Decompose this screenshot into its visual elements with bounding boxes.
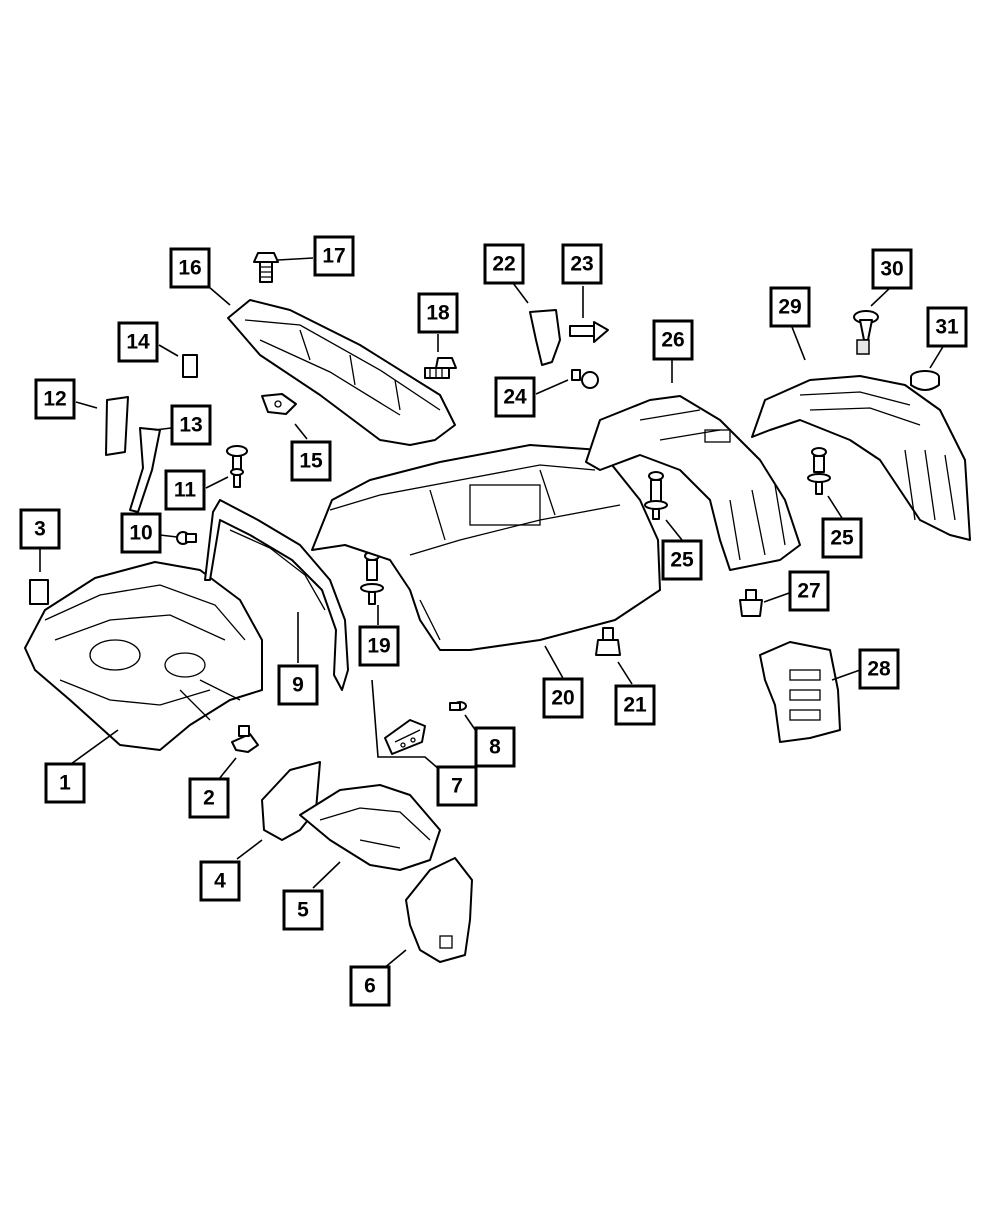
svg-text:15: 15 (299, 450, 323, 473)
svg-text:10: 10 (129, 522, 152, 545)
callout-19: 19 (358, 625, 400, 667)
part-1-front-panel (24, 561, 263, 751)
part-30-push-clip (853, 310, 879, 355)
part-29-rear-end-shell (751, 375, 971, 541)
callout-5: 5 (282, 889, 324, 931)
callout-20: 20 (542, 677, 584, 719)
part-4-small-panel (261, 761, 321, 841)
svg-text:2: 2 (203, 787, 215, 810)
callout-6: 6 (349, 965, 391, 1007)
callout-28: 28 (858, 648, 900, 690)
svg-text:19: 19 (367, 635, 390, 658)
part-21-fastener (595, 627, 621, 656)
part-22-bracket (529, 309, 561, 366)
callout-16: 16 (169, 247, 211, 289)
svg-text:27: 27 (797, 580, 820, 603)
leader-lines (39, 257, 945, 970)
part-14-pad (182, 354, 198, 378)
part-15-bracket (261, 393, 297, 415)
part-5-tray (299, 784, 441, 871)
part-2-fastener (231, 725, 259, 753)
svg-text:12: 12 (43, 388, 66, 411)
part-27-fastener (739, 589, 763, 617)
part-17-bolt (253, 252, 279, 283)
svg-text:21: 21 (623, 694, 647, 717)
svg-text:22: 22 (492, 253, 515, 276)
svg-text:26: 26 (661, 329, 684, 352)
svg-text:4: 4 (214, 870, 226, 893)
svg-text:28: 28 (867, 658, 891, 681)
callout-25-left: 25 (661, 539, 703, 581)
callout-23: 23 (561, 243, 603, 285)
callout-14: 14 (117, 321, 159, 363)
part-7-bracket (384, 719, 426, 755)
callout-21: 21 (614, 684, 656, 726)
part-26-rear-shell (585, 395, 801, 571)
callout-24: 24 (494, 376, 536, 418)
callout-2: 2 (188, 777, 230, 819)
callout-18: 18 (417, 292, 459, 334)
svg-text:30: 30 (880, 258, 903, 281)
part-18-bolt (424, 357, 457, 379)
part-10-clip (176, 531, 197, 545)
svg-text:3: 3 (34, 518, 46, 541)
callout-10: 10 (120, 512, 162, 554)
svg-text:20: 20 (551, 687, 574, 710)
callout-26: 26 (652, 319, 694, 361)
callout-12: 12 (34, 378, 76, 420)
callout-25-right: 25 (821, 517, 863, 559)
callout-31: 31 (926, 306, 968, 348)
callout-11: 11 (164, 469, 206, 511)
part-20-center-shell (311, 444, 661, 651)
svg-text:13: 13 (179, 414, 202, 437)
svg-text:8: 8 (489, 736, 501, 759)
callout-3: 3 (19, 508, 61, 550)
svg-text:18: 18 (426, 302, 450, 325)
callout-1: 1 (44, 762, 86, 804)
part-3-block (29, 579, 49, 605)
callout-8: 8 (474, 726, 516, 768)
callout-9: 9 (277, 664, 319, 706)
svg-text:25: 25 (830, 527, 854, 550)
svg-text:7: 7 (451, 775, 463, 798)
svg-text:29: 29 (778, 296, 801, 319)
part-23-bolt (569, 321, 609, 343)
part-11-push-pin (226, 445, 248, 488)
callout-7: 7 (436, 765, 478, 807)
part-12-strip (105, 396, 129, 456)
callout-4: 4 (199, 860, 241, 902)
svg-text:11: 11 (174, 479, 197, 502)
svg-text:1: 1 (59, 772, 71, 795)
svg-text:6: 6 (364, 975, 376, 998)
part-8-pin (449, 701, 467, 711)
svg-text:14: 14 (126, 331, 150, 354)
part-16-upper-panel (227, 299, 456, 446)
svg-text:23: 23 (570, 253, 593, 276)
svg-text:25: 25 (670, 549, 694, 572)
svg-text:24: 24 (503, 386, 527, 409)
svg-text:16: 16 (178, 257, 201, 280)
callout-17: 17 (313, 235, 355, 277)
svg-text:5: 5 (297, 899, 309, 922)
part-25-push-pin-right (807, 447, 831, 495)
callout-22: 22 (483, 243, 525, 285)
callout-13: 13 (170, 404, 212, 446)
part-9-side-trim (204, 499, 349, 691)
part-31-cap (910, 370, 940, 391)
callout-29: 29 (769, 286, 811, 328)
callout-27: 27 (788, 570, 830, 612)
svg-text:9: 9 (292, 674, 304, 697)
svg-text:17: 17 (322, 245, 345, 268)
part-28-rear-bracket (759, 641, 841, 743)
callout-15: 15 (290, 440, 332, 482)
callout-30: 30 (871, 248, 913, 290)
part-13-strap (129, 427, 161, 513)
svg-text:31: 31 (935, 316, 959, 339)
part-25-push-pin-left (644, 471, 668, 520)
part-6-lower-trim (405, 857, 473, 963)
part-19-push-pin (360, 551, 384, 605)
part-24-fastener (571, 369, 599, 389)
